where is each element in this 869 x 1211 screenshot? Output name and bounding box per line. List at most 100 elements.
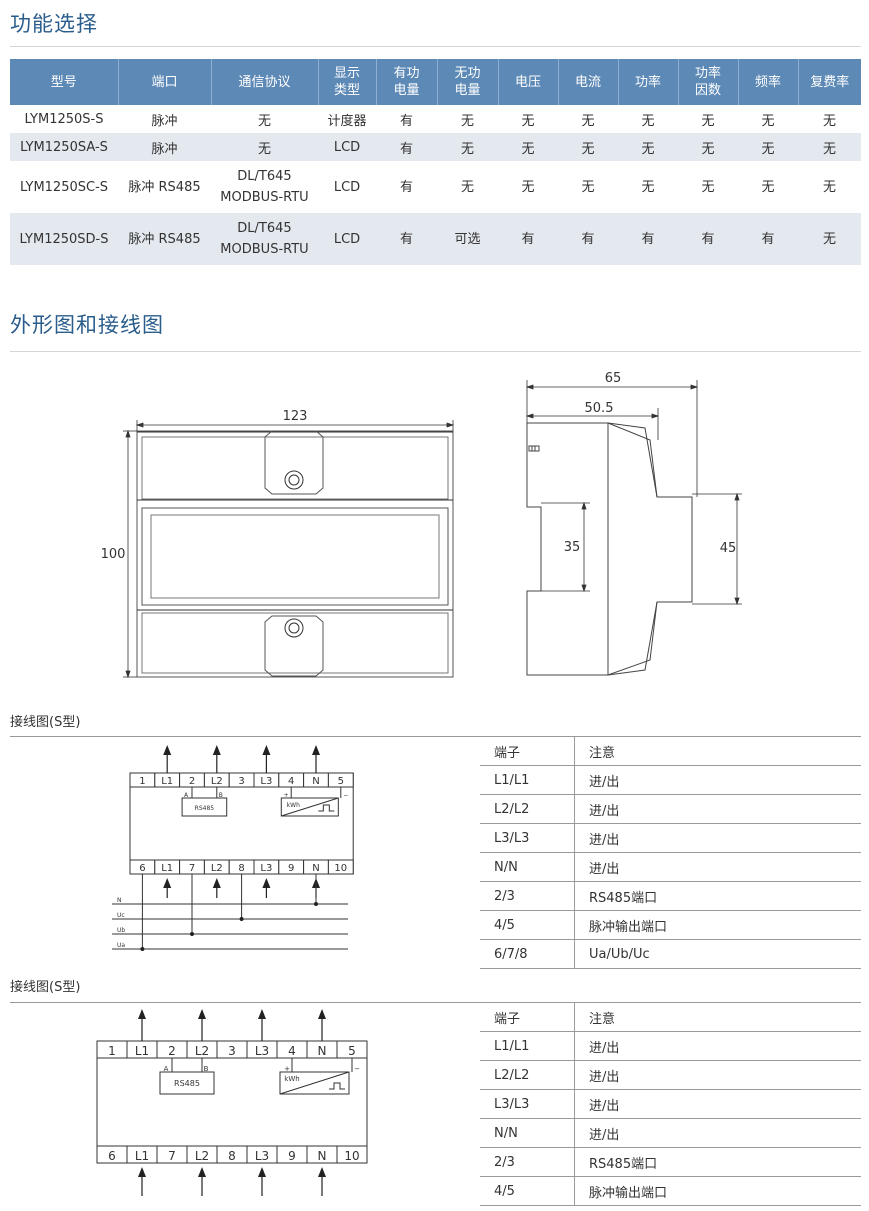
rs485-a-label: A (164, 1065, 169, 1073)
table-cell: 无 (678, 133, 738, 161)
terminal-label: 10 (334, 863, 347, 874)
arrow-up-icon (262, 745, 271, 755)
terminal-cell: 端子 (480, 737, 575, 766)
rs485-label: RS485 (195, 805, 215, 812)
table-cell: 无 (460, 113, 474, 129)
table-cell: 无 (701, 113, 715, 129)
table-cell: 无 (761, 179, 775, 195)
table-cell: 无 (257, 113, 271, 129)
terminal-label: 3 (238, 776, 244, 787)
kwh-label: kWh (287, 802, 300, 809)
column-header: 无功电量 (437, 59, 499, 105)
note-cell: 注意 (574, 1003, 861, 1032)
column-header: 功率因数 (678, 59, 739, 105)
table-cell: 有 (498, 213, 558, 265)
bus-label: Ua (117, 942, 125, 949)
terminal-label: 7 (189, 863, 195, 874)
kwh-label: kWh (284, 1075, 299, 1083)
table-cell: LCD (318, 213, 376, 265)
table-cell: LYM1250SD-S (10, 213, 118, 265)
column-header: 电流 (558, 59, 619, 105)
table-cell: 无 (581, 179, 595, 195)
table-cell: 有 (399, 179, 413, 195)
rs485-label: RS485 (174, 1079, 200, 1088)
rs485-box (159, 1071, 215, 1095)
table-cell: 无 (738, 133, 798, 161)
note-cell: 进/出 (574, 1118, 861, 1148)
dim-side-depth-total: 65 (605, 371, 622, 386)
section-divider (10, 351, 861, 352)
column-header: 通信协议 (211, 59, 319, 105)
terminal-label: 8 (238, 863, 244, 874)
terminal-label: 6 (139, 863, 145, 874)
column-header: 频率 (738, 59, 799, 105)
pulse-icon (329, 1082, 345, 1090)
function-table: 型号端口通信协议显示类型有功电量无功电量电压电流功率功率因数频率复费率 LYM1… (10, 59, 861, 265)
table-cell: 无 (822, 179, 836, 195)
terminal-label: N (318, 1044, 327, 1058)
arrow-up-icon (212, 745, 221, 755)
terminal-label: 10 (344, 1149, 359, 1163)
arrow-up-icon (163, 745, 172, 755)
table-cell: 无 (798, 213, 861, 265)
table-cell: 无 (521, 113, 535, 129)
table-cell: 有 (618, 213, 678, 265)
pulse-icon (318, 804, 335, 812)
table-cell: LYM1250SA-S (10, 133, 118, 161)
terminal-label: L1 (161, 776, 173, 787)
table-cell: 无 (701, 179, 715, 195)
terminal-cell: 4/5 (480, 1176, 575, 1206)
arrow-up-icon (262, 878, 271, 888)
wiring-top-rule (10, 1002, 861, 1003)
note-cell: 进/出 (574, 852, 861, 882)
terminal-label: N (312, 776, 319, 787)
table-cell: 脉冲 (118, 133, 211, 161)
note-cell: RS485端口 (574, 1147, 861, 1177)
terminal-label: 5 (338, 776, 344, 787)
terminal-label: 6 (108, 1149, 116, 1163)
table-cell: 无 (641, 113, 655, 129)
bus-label: N (117, 897, 122, 904)
table-cell: 有 (738, 213, 798, 265)
note-cell: 进/出 (574, 1089, 861, 1119)
column-header: 复费率 (798, 59, 861, 105)
arrow-up-icon (163, 878, 172, 888)
kwh-minus-label: − (354, 1065, 360, 1073)
arrow-up-icon (318, 1009, 326, 1019)
terminal-label: 9 (288, 863, 294, 874)
arrow-up-icon (212, 878, 221, 888)
dim-side-rail-outer: 45 (720, 541, 737, 556)
arrow-up-icon (138, 1167, 146, 1177)
dim-front-height: 100 (101, 547, 126, 562)
dim-front-width: 123 (283, 409, 308, 424)
section-divider (10, 46, 861, 47)
note-cell: 进/出 (574, 1031, 861, 1061)
rs485-b-label: B (204, 1065, 209, 1073)
terminal-label: N (312, 863, 319, 874)
kwh-diagonal (281, 797, 339, 817)
rs485-box (181, 797, 228, 817)
terminal-cell: 2/3 (480, 881, 575, 911)
terminal-box (336, 1145, 368, 1164)
terminal-label: L3 (255, 1044, 269, 1058)
table-cell: 有 (376, 133, 437, 161)
note-cell: Ua/Ub/Uc (574, 939, 861, 969)
terminal-label: 3 (228, 1044, 236, 1058)
section-title-function: 功能选择 (10, 12, 98, 36)
terminal-label: 4 (288, 1044, 296, 1058)
section-title-dimensions: 外形图和接线图 (10, 313, 164, 337)
table-cell: LCD (333, 179, 361, 195)
terminal-label: L2 (195, 1044, 209, 1058)
